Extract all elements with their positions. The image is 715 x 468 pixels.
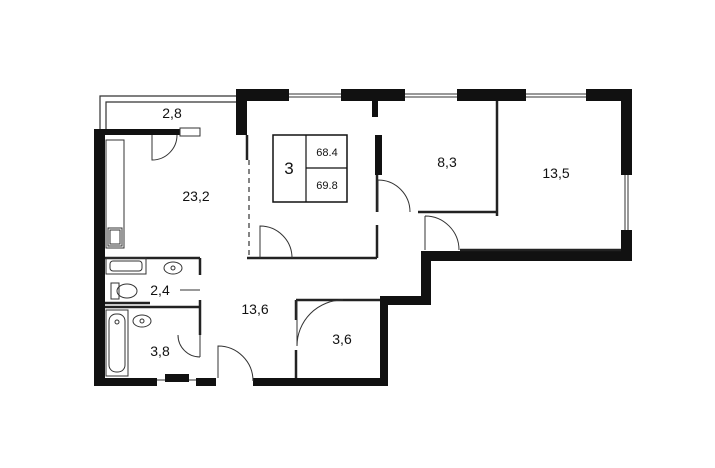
windows (157, 88, 633, 388)
exterior-walls (94, 89, 632, 386)
room-area-bathroom: 3,8 (150, 343, 170, 359)
rooms-count: 3 (284, 159, 293, 178)
room-area-balcony: 2,8 (162, 105, 182, 121)
apartment-info-box: 3 68.4 69.8 (272, 134, 348, 203)
room-area-bedroom-large: 13,5 (542, 165, 569, 181)
room-area-hall: 13,6 (241, 301, 268, 317)
room-area-storage: 3,6 (332, 331, 352, 347)
room-area-toilet: 2,4 (150, 282, 170, 298)
room-area-bedroom-small: 8,3 (437, 154, 457, 170)
doors (151, 134, 460, 382)
area-total: 69.8 (316, 180, 337, 192)
balcony (99, 95, 236, 131)
interior-walls (105, 101, 621, 378)
room-area-living-kitchen: 23,2 (182, 188, 209, 204)
kitchen-fittings (105, 139, 125, 249)
bathroom-fittings (105, 257, 183, 377)
area-living: 68.4 (316, 147, 337, 159)
